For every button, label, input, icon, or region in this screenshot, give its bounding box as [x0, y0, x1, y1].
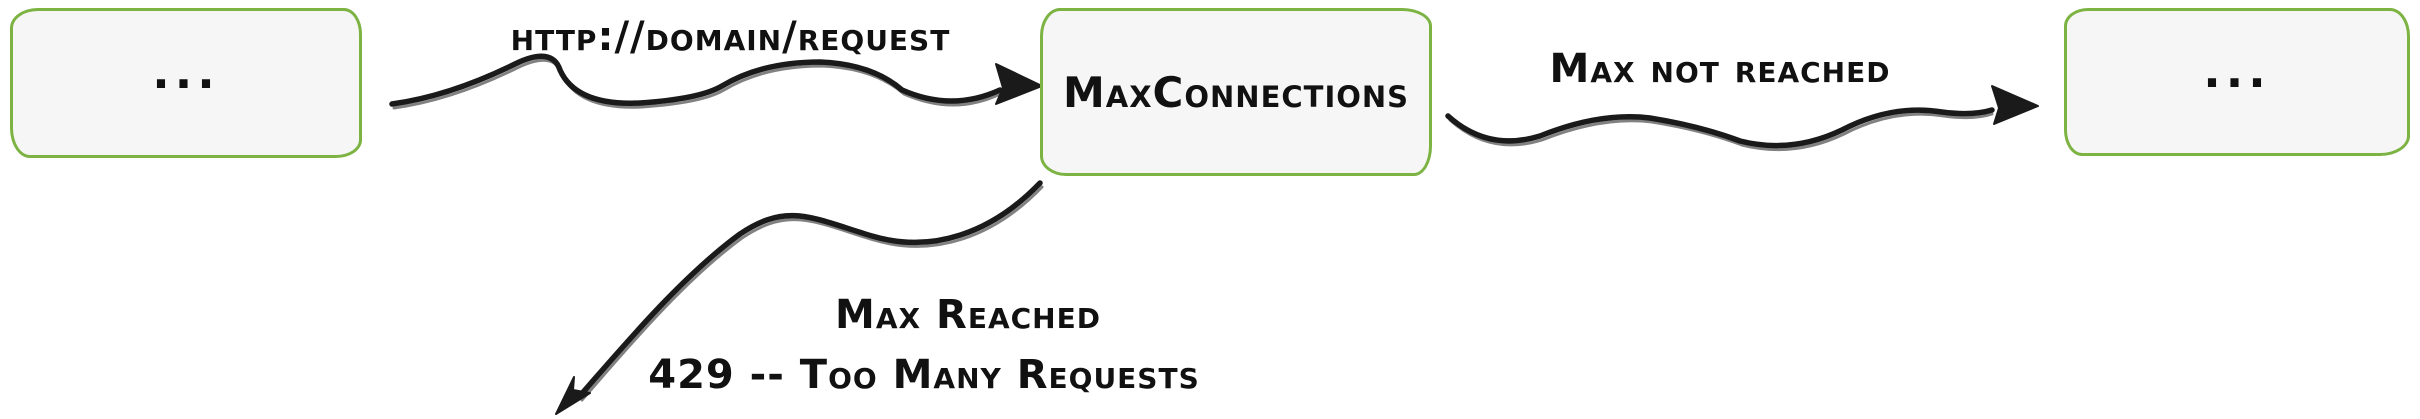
- maxconnections-node-label: MaxConnections: [1062, 67, 1410, 117]
- request-arrow-line-rough: [392, 58, 1002, 110]
- request-arrow-line: [389, 53, 1003, 107]
- request-arrowhead-icon: [995, 63, 1043, 105]
- max-not-reached-arrow-line: [1445, 107, 1995, 149]
- request-arrow: [389, 53, 1043, 110]
- max-not-reached-arrow-line-rough: [1448, 112, 1994, 152]
- edge-label-max-reached: Max Reached: [835, 292, 1101, 338]
- max-reached-arrowhead-icon: [555, 376, 591, 415]
- maxconnections-node: MaxConnections: [1040, 8, 1432, 176]
- edge-label-request: http://domain/request: [510, 14, 951, 60]
- right-node: ...: [2064, 8, 2410, 156]
- left-node: ...: [10, 8, 362, 158]
- left-node-label: ...: [152, 44, 220, 99]
- max-not-reached-arrow: [1445, 85, 2039, 152]
- edge-label-429-too-many-requests: 429 -- Too Many Requests: [648, 352, 1200, 398]
- edge-label-max-not-reached: Max not reached: [1549, 46, 1891, 92]
- right-node-label: ...: [2203, 43, 2271, 98]
- max-not-reached-arrowhead-icon: [1991, 85, 2039, 125]
